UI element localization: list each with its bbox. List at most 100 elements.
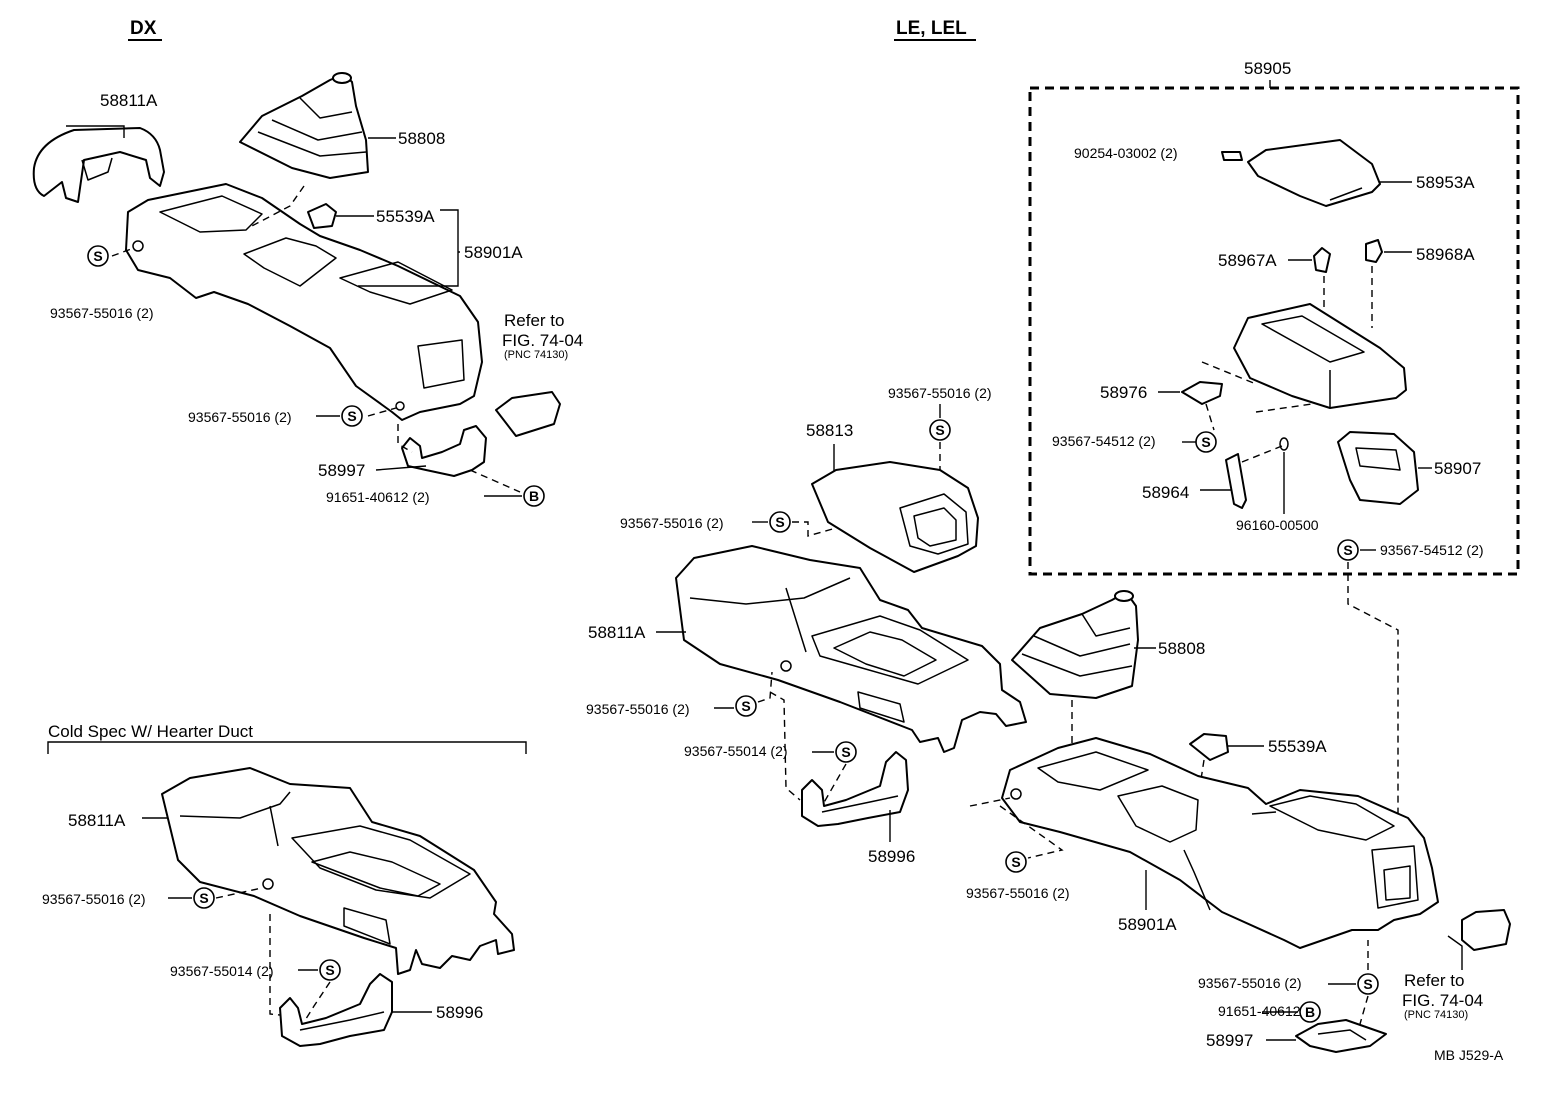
dx-screw-symbol-a: S — [87, 245, 109, 267]
dx-refer-label: Refer to — [504, 311, 564, 330]
header-cold-spec: Cold Spec W/ Hearter Duct — [48, 722, 253, 741]
box-58968a-label: 58968A — [1416, 245, 1475, 264]
box-58967a-label: 58967A — [1218, 251, 1277, 270]
le-58813-label: 58813 — [806, 421, 853, 440]
le-58808-label: 58808 — [1158, 639, 1205, 658]
dx-screw-symbol-b: S — [341, 405, 363, 427]
box-screw-symbol-b: S — [1337, 539, 1359, 561]
dx-93567-label-b: 93567-55016 (2) — [188, 409, 292, 425]
cold-93567-55014-label: 93567-55014 (2) — [170, 963, 274, 979]
box-58976-label: 58976 — [1100, 383, 1147, 402]
le-screw-symbol-55014: S — [835, 741, 857, 763]
svg-text:S: S — [935, 422, 944, 438]
le-screw-symbol-right: S — [1357, 973, 1379, 995]
dx-fig-label: FIG. 74-04 — [502, 331, 583, 350]
dx-pnc-label: (PNC 74130) — [504, 349, 568, 361]
box-93567-54512-label-b: 93567-54512 (2) — [1380, 542, 1484, 558]
dx-cap-part — [495, 391, 561, 437]
le-58996-label: 58996 — [868, 847, 915, 866]
dx-bolt-symbol: B — [523, 485, 545, 507]
le-58997-label: 58997 — [1206, 1031, 1253, 1050]
le-cap-part — [1461, 909, 1511, 951]
box-90254-label: 90254-03002 (2) — [1074, 145, 1178, 161]
le-fig-label: FIG. 74-04 — [1402, 991, 1483, 1010]
dx-armrest-58811a-part — [32, 127, 165, 203]
cold-93567-55016-label: 93567-55016 (2) — [42, 891, 146, 907]
box-screw-90254-part — [1221, 151, 1243, 161]
dx-clip-55539a-part — [307, 203, 337, 229]
le-55539a-label: 55539A — [1268, 737, 1327, 756]
diagram-code: MB J529-A — [1434, 1047, 1504, 1063]
header-le-lel: LE, LEL — [896, 18, 967, 39]
le-console-58901a-part — [1001, 737, 1439, 949]
dx-93567-label-a: 93567-55016 (2) — [50, 305, 154, 321]
le-91651-label: 91651-40612 (2) — [1218, 1003, 1322, 1019]
le-93567-right-label: 93567-55016 (2) — [1198, 975, 1302, 991]
svg-text:S: S — [93, 248, 102, 264]
le-93567-55014-label: 93567-55014 (2) — [684, 743, 788, 759]
le-clip-55539a-part — [1189, 733, 1229, 761]
le-box-58813-part — [811, 461, 979, 573]
le-shift-boot-58808-part — [1011, 590, 1139, 699]
box-lid-58953a-part — [1247, 139, 1381, 207]
box-96160-label: 96160-00500 — [1236, 517, 1319, 533]
le-screw-symbol-mid: S — [769, 511, 791, 533]
box-screw-symbol-a: S — [1195, 431, 1217, 453]
svg-text:S: S — [347, 408, 356, 424]
assembly-58905-box — [1028, 86, 1520, 576]
box-58905-label: 58905 — [1244, 59, 1291, 78]
dx-91651-label: 91651-40612 (2) — [326, 489, 430, 505]
svg-text:B: B — [529, 488, 539, 504]
le-93567-top-label: 93567-55016 (2) — [888, 385, 992, 401]
box-compartment-part — [1233, 303, 1407, 409]
le-pnc-label: (PNC 74130) — [1404, 1009, 1468, 1021]
dx-58811a-label: 58811A — [100, 91, 158, 110]
svg-text:S: S — [741, 698, 750, 714]
dx-55539a-label: 55539A — [376, 207, 435, 226]
svg-text:S: S — [775, 514, 784, 530]
le-screw-symbol-top: S — [929, 419, 951, 441]
svg-text:B: B — [1305, 1004, 1315, 1020]
box-hinge-58968a-part — [1365, 239, 1383, 263]
svg-text:S: S — [325, 962, 334, 978]
svg-text:S: S — [1201, 434, 1210, 450]
cold-screw-symbol-a: S — [193, 887, 215, 909]
box-58907-label: 58907 — [1434, 459, 1481, 478]
header-dx: DX — [130, 18, 157, 39]
le-bracket-58997-part — [1295, 1019, 1387, 1053]
le-screw-symbol-left: S — [735, 695, 757, 717]
cold-58811a-label: 58811A — [68, 811, 126, 830]
cold-screw-symbol-b: S — [319, 959, 341, 981]
le-armrest-58811a-part — [675, 545, 1027, 753]
le-screw-symbol-bottom: S — [1005, 851, 1027, 873]
box-58953a-label: 58953A — [1416, 173, 1475, 192]
dx-58997-label: 58997 — [318, 461, 365, 480]
le-93567-mid-label: 93567-55016 (2) — [620, 515, 724, 531]
cold-armrest-58811a-part — [161, 767, 515, 975]
box-93567-54512-label-a: 93567-54512 (2) — [1052, 433, 1156, 449]
dx-58901a-label: 58901A — [464, 243, 523, 262]
dx-console-58901a-part — [125, 183, 483, 421]
box-hinge-58967a-part — [1313, 247, 1331, 273]
svg-text:S: S — [1363, 976, 1372, 992]
le-refer-label: Refer to — [1404, 971, 1464, 990]
box-58964-label: 58964 — [1142, 483, 1189, 502]
le-bracket-58996-part — [801, 751, 909, 827]
le-58811a-label: 58811A — [588, 623, 646, 642]
svg-text:S: S — [1011, 854, 1020, 870]
dx-bracket-58997-part — [401, 425, 487, 477]
box-latch-58976-part — [1181, 381, 1223, 405]
le-58901a-label: 58901A — [1118, 915, 1177, 934]
box-stay-58964-part — [1225, 453, 1247, 509]
le-93567-left-label: 93567-55016 (2) — [586, 701, 690, 717]
svg-text:S: S — [841, 744, 850, 760]
svg-text:S: S — [1343, 542, 1352, 558]
dx-shift-boot-58808-part — [239, 72, 369, 179]
dx-58808-label: 58808 — [398, 129, 445, 148]
le-93567-bottom-label: 93567-55016 (2) — [966, 885, 1070, 901]
le-bolt-symbol: B — [1299, 1001, 1321, 1023]
svg-text:S: S — [199, 890, 208, 906]
box-panel-58907-part — [1337, 431, 1419, 505]
cold-58996-label: 58996 — [436, 1003, 483, 1022]
